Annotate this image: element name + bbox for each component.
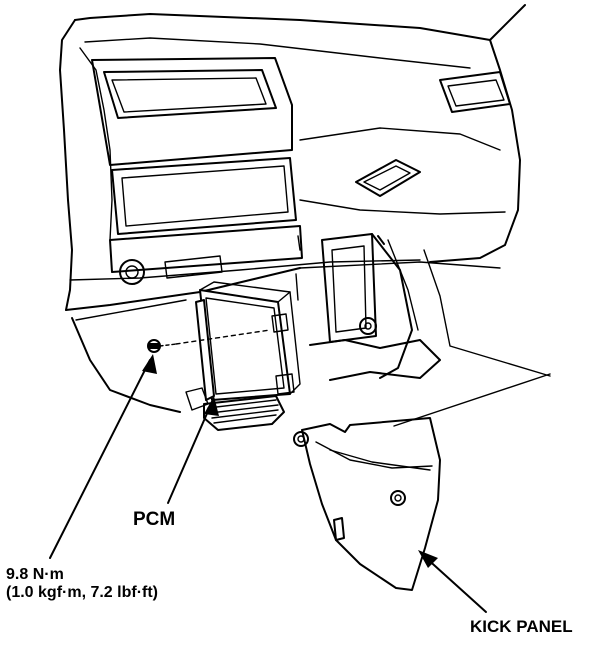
pcm-unit [185,281,301,431]
kick-panel [293,373,551,591]
glove-box-area [299,127,506,215]
torque-leader-line [49,359,151,559]
kick-panel-arrowhead [418,550,438,568]
torque-spec-label: 9.8 N·m (1.0 kgf·m, 7.2 lbf·ft) [6,566,158,603]
torque-spec-line2: (1.0 kgf·m, 7.2 lbf·ft) [6,584,159,602]
torque-arrowhead [142,354,157,374]
torque-spec-line1: 9.8 N·m [6,566,64,583]
center-console [91,57,303,285]
pcm-label: PCM [133,509,176,530]
bracket-assembly [295,233,551,381]
pcm-arrowhead [204,396,219,416]
leader-arrows [49,354,487,613]
kick-panel-label: KICK PANEL [470,617,573,636]
air-vents [355,71,511,197]
kick-panel-leader-line [423,555,487,613]
pcm-leader-line [167,401,213,504]
mounting-bolt [147,329,271,353]
dashboard-outline [59,4,526,413]
